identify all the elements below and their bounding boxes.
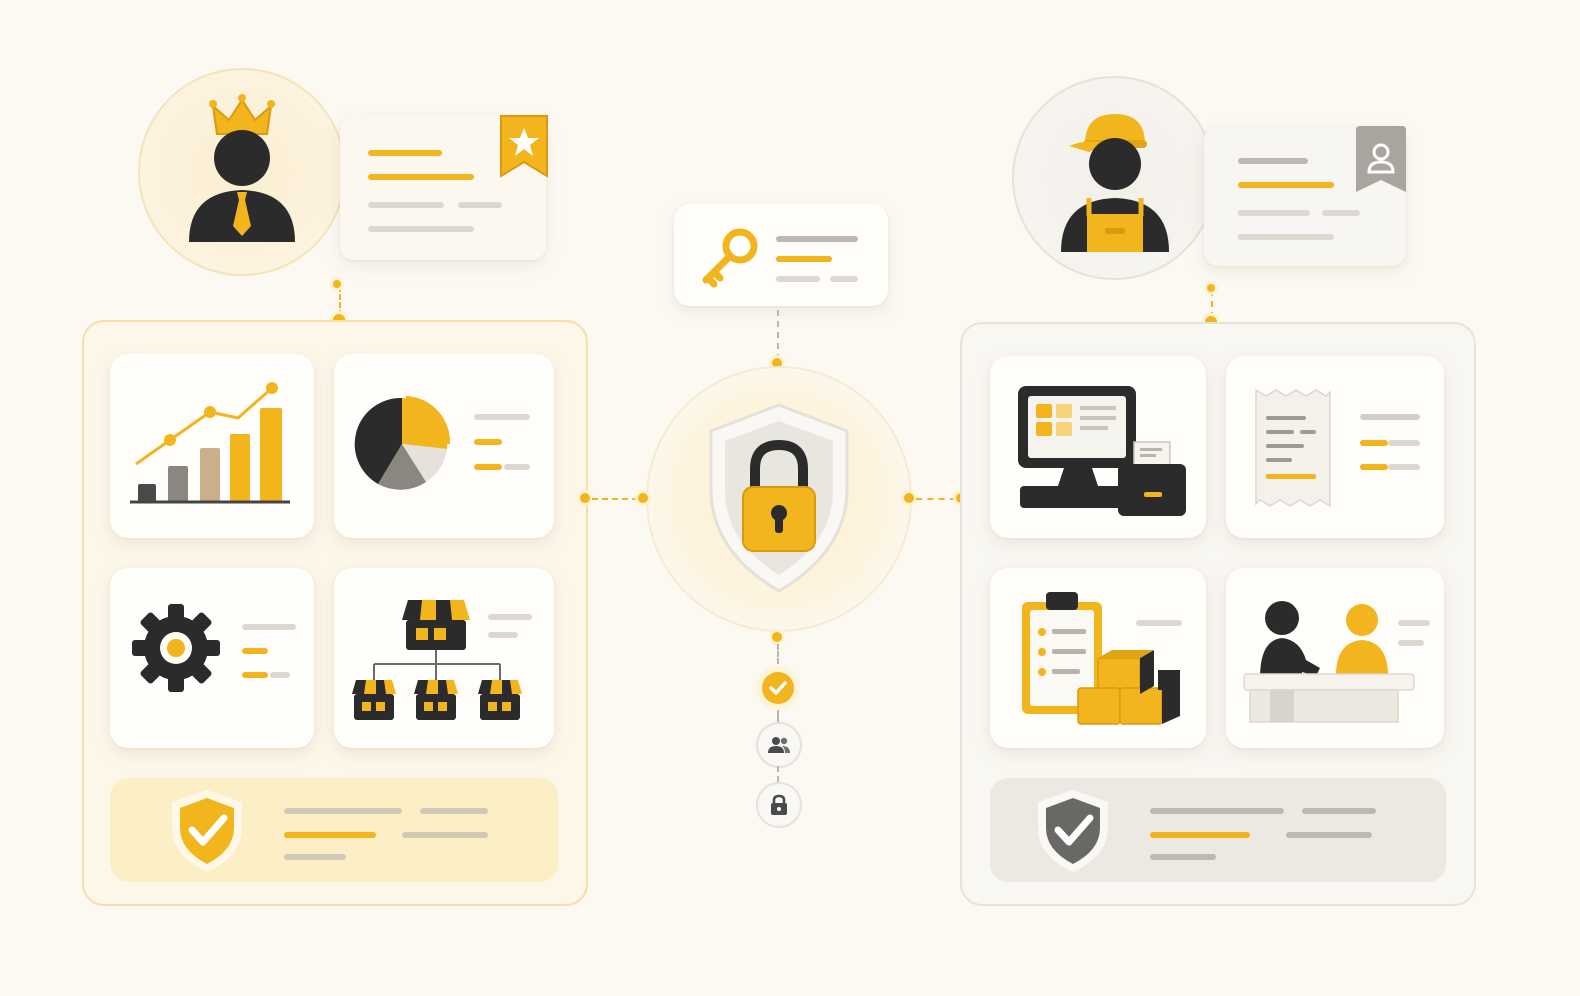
key-connector [777, 310, 779, 360]
left-link [592, 498, 638, 500]
pos-terminal-icon [1018, 386, 1186, 516]
customer-service-desk-icon [1243, 601, 1415, 723]
footer-line [284, 808, 402, 814]
module-pie-chart[interactable] [334, 354, 554, 538]
left-connector [339, 286, 341, 316]
right-permission-footer [990, 778, 1446, 882]
shield-check-icon [172, 790, 242, 872]
receipt-line [1388, 464, 1420, 470]
left-link-dot [638, 493, 648, 503]
right-role-line [1238, 234, 1334, 240]
key-connector-dot [772, 358, 782, 368]
footer-line [284, 854, 346, 860]
shield-check-icon [1038, 790, 1108, 872]
staff-worker-icon [1061, 114, 1169, 252]
module-customer-service[interactable] [1226, 568, 1444, 748]
settings-line [242, 672, 268, 678]
left-role-line [458, 202, 502, 208]
left-role-line [368, 202, 444, 208]
service-line [1398, 620, 1430, 626]
steps-connector [777, 766, 779, 782]
pie-legend-line [474, 439, 502, 445]
footer-line [1150, 832, 1250, 838]
core-security-ring [646, 366, 912, 632]
pie-chart-icon [354, 396, 451, 490]
gear-icon [132, 604, 220, 692]
hierarchy-line [488, 632, 518, 638]
settings-line [242, 648, 268, 654]
hierarchy-line [488, 614, 532, 620]
key-card [674, 204, 888, 306]
pie-legend-line [474, 414, 530, 420]
right-role-line [1238, 210, 1310, 216]
steps-connector-dot [772, 632, 782, 642]
footer-line [1302, 808, 1376, 814]
left-avatar-ring [138, 68, 346, 276]
inventory-line [1136, 620, 1182, 626]
lock-icon [771, 794, 787, 815]
key-line [776, 256, 832, 262]
check-circle-icon [762, 672, 794, 704]
footer-line [420, 808, 488, 814]
step-users [756, 722, 802, 768]
left-permission-footer [110, 778, 558, 882]
module-growth-chart[interactable] [110, 354, 314, 538]
key-line [776, 236, 858, 242]
left-link-dot [580, 493, 590, 503]
user-bookmark-icon [1356, 126, 1406, 192]
right-role-line [1238, 158, 1308, 164]
store-hierarchy-icon [352, 600, 522, 720]
footer-line [284, 832, 376, 838]
receipt-line [1360, 464, 1388, 470]
receipt-line [1388, 440, 1420, 446]
step-locked [756, 782, 802, 828]
right-link-dot [904, 493, 914, 503]
key-icon [702, 228, 758, 288]
left-role-line [368, 150, 442, 156]
pie-legend-line [504, 464, 530, 470]
receipt-line [1360, 440, 1388, 446]
footer-line [1150, 808, 1284, 814]
right-avatar-ring [1012, 76, 1216, 280]
shield-lock-icon [709, 403, 849, 593]
footer-line [1286, 832, 1372, 838]
receipt-icon [1255, 388, 1331, 508]
settings-line [270, 672, 290, 678]
right-connector-dot [1207, 284, 1215, 292]
footer-line [1150, 854, 1216, 860]
key-line [776, 276, 820, 282]
module-store-hierarchy[interactable] [334, 568, 554, 748]
settings-line [242, 624, 296, 630]
growth-bar-chart-icon [130, 382, 290, 504]
right-link [916, 498, 956, 500]
footer-line [402, 832, 488, 838]
steps-connector [777, 644, 779, 664]
left-role-line [368, 174, 474, 180]
step-approved [756, 666, 800, 710]
pie-legend-line [474, 464, 502, 470]
service-line [1398, 640, 1424, 646]
inventory-clipboard-icon [1022, 592, 1180, 725]
right-role-line [1238, 182, 1334, 188]
steps-connector [777, 710, 779, 722]
module-settings[interactable] [110, 568, 314, 748]
right-role-line [1322, 210, 1360, 216]
left-role-line [368, 226, 474, 232]
module-receipt[interactable] [1226, 356, 1444, 538]
receipt-line [1360, 414, 1420, 420]
key-line [830, 276, 858, 282]
star-bookmark-icon [500, 115, 548, 178]
users-icon [768, 737, 790, 753]
right-connector [1211, 290, 1213, 318]
left-connector-dot [333, 280, 341, 288]
module-inventory[interactable] [990, 568, 1206, 748]
crowned-manager-icon [189, 94, 295, 242]
module-pos-terminal[interactable] [990, 356, 1206, 538]
